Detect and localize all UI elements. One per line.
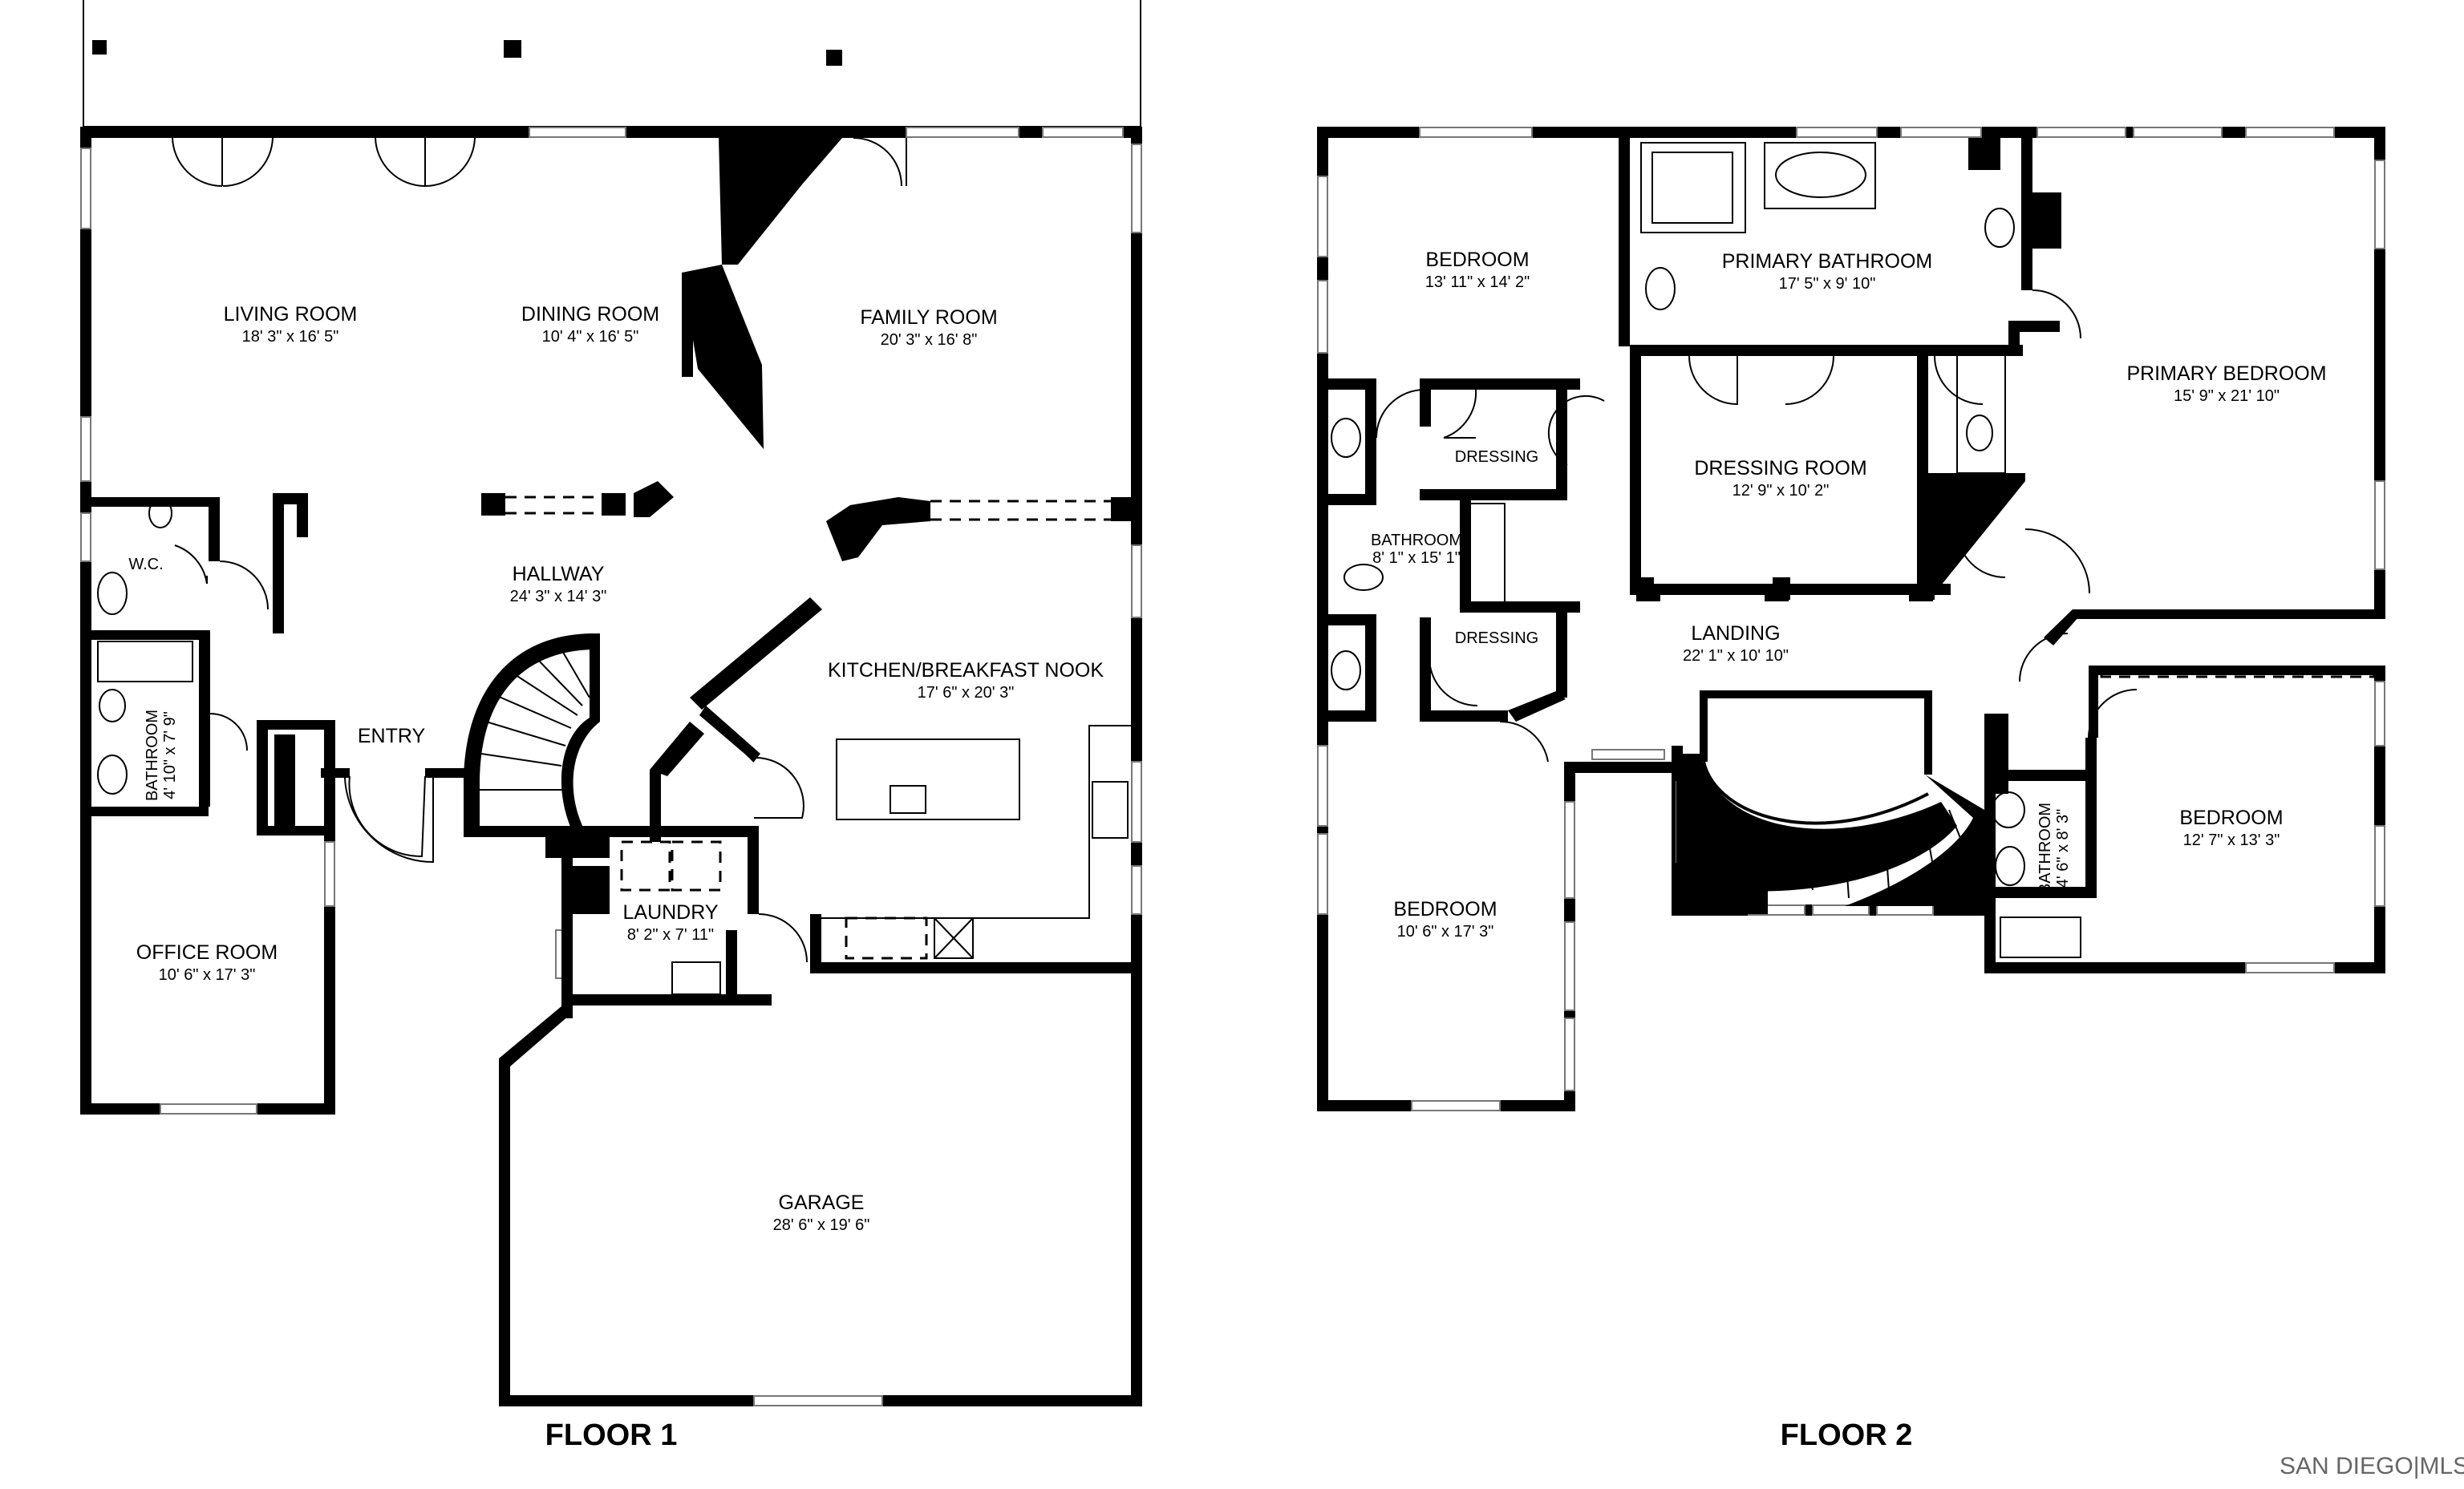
primary-suite-walls bbox=[1619, 138, 2090, 600]
floor-1-kitchen bbox=[545, 597, 1131, 1002]
bedroom-nw-label: BEDROOM bbox=[1425, 249, 1529, 271]
bathroom-e-label: BATHROOM bbox=[2036, 803, 2054, 894]
floor-1-staircase bbox=[464, 633, 600, 837]
watermark: SAN DIEGO|MLS bbox=[2280, 1453, 2464, 1479]
kitchen-dims: 17' 6" x 20' 3" bbox=[918, 684, 1015, 702]
french-doors bbox=[172, 137, 476, 187]
family-room-label: FAMILY ROOM bbox=[860, 306, 997, 329]
laundry-dims: 8' 2" x 7' 11" bbox=[627, 926, 714, 944]
dressing-room-label: DRESSING ROOM bbox=[1694, 457, 1866, 479]
floor-2-west-rooms bbox=[1328, 378, 1605, 763]
family-room-dims: 20' 3" x 16' 8" bbox=[881, 331, 978, 349]
bedroom-sw-dims: 10' 6" x 17' 3" bbox=[1397, 923, 1494, 941]
dressing-a-label: DRESSING bbox=[1455, 448, 1538, 466]
kitchen-label: KITCHEN/BREAKFAST NOOK bbox=[828, 659, 1104, 682]
living-room-label: LIVING ROOM bbox=[224, 303, 358, 326]
bedroom-e-dims: 12' 7" x 13' 3" bbox=[2183, 831, 2280, 849]
landing-partitions bbox=[1636, 528, 2006, 601]
hallway-dims: 24' 3" x 14' 3" bbox=[510, 588, 607, 605]
floor-2-windows bbox=[1317, 127, 2385, 1111]
primary-bedroom-label: PRIMARY BEDROOM bbox=[2126, 362, 2326, 385]
dressing-b-label: DRESSING bbox=[1455, 629, 1538, 647]
landing-label: LANDING bbox=[1691, 622, 1780, 645]
garage-label: GARAGE bbox=[779, 1192, 865, 1214]
bathroom-w-label: BATHROOM bbox=[1371, 532, 1462, 549]
bathroom-label: BATHROOM bbox=[144, 710, 161, 801]
primary-bathroom-label: PRIMARY BATHROOM bbox=[1722, 250, 1933, 273]
floor-2-east-rooms bbox=[1984, 609, 2385, 958]
bathroom-w-dims: 8' 1" x 15' 1" bbox=[1372, 549, 1461, 567]
hallway-label: HALLWAY bbox=[513, 563, 605, 585]
bathroom-dims: 4' 10" x 7' 9" bbox=[161, 711, 179, 799]
dining-room-label: DINING ROOM bbox=[521, 303, 659, 326]
bedroom-nw-dims: 13' 11" x 14' 2" bbox=[1425, 273, 1530, 291]
floor-1-labels: LIVING ROOM 18' 3" x 16' 5" DINING ROOM … bbox=[128, 303, 1104, 1234]
entry-door bbox=[344, 777, 434, 864]
living-room-dims: 18' 3" x 16' 5" bbox=[242, 328, 339, 346]
primary-bathroom-dims: 17' 5" x 9' 10" bbox=[1779, 275, 1876, 293]
floor-1-west-rooms bbox=[80, 493, 465, 858]
garage-dims: 28' 6" x 19' 6" bbox=[773, 1216, 870, 1234]
floor-1-plan: LIVING ROOM 18' 3" x 16' 5" DINING ROOM … bbox=[80, 0, 1142, 1452]
floor-2-plan: BEDROOM 13' 11" x 14' 2" PRIMARY BATHROO… bbox=[1317, 127, 2385, 1452]
fireplace bbox=[682, 137, 907, 449]
landing-dims: 22' 1" x 10' 10" bbox=[1683, 647, 1789, 665]
floor-2-labels: BEDROOM 13' 11" x 14' 2" PRIMARY BATHROO… bbox=[1371, 249, 2327, 941]
wc-label: W.C. bbox=[128, 556, 163, 573]
patio bbox=[83, 0, 1141, 127]
bedroom-sw-label: BEDROOM bbox=[1393, 898, 1497, 921]
bathroom-e-dims: 4' 6" x 8' 3" bbox=[2054, 809, 2072, 888]
office-room-label: OFFICE ROOM bbox=[136, 941, 278, 964]
floor-1-title: FLOOR 1 bbox=[545, 1418, 678, 1452]
hallway-beams bbox=[481, 481, 1135, 561]
primary-bedroom-dims: 15' 9" x 21' 10" bbox=[2174, 387, 2280, 405]
entry-label: ENTRY bbox=[358, 725, 426, 747]
dining-room-dims: 10' 4" x 16' 5" bbox=[542, 328, 639, 346]
dressing-room-dims: 12' 9" x 10' 2" bbox=[1732, 482, 1830, 500]
floor-2-staircase bbox=[1672, 690, 1984, 914]
floor-1-windows bbox=[80, 127, 1142, 1406]
office-room-dims: 10' 6" x 17' 3" bbox=[159, 966, 256, 984]
bedroom-e-label: BEDROOM bbox=[2179, 807, 2283, 829]
laundry-label: LAUNDRY bbox=[622, 901, 718, 924]
floor-2-title: FLOOR 2 bbox=[1781, 1418, 1913, 1452]
